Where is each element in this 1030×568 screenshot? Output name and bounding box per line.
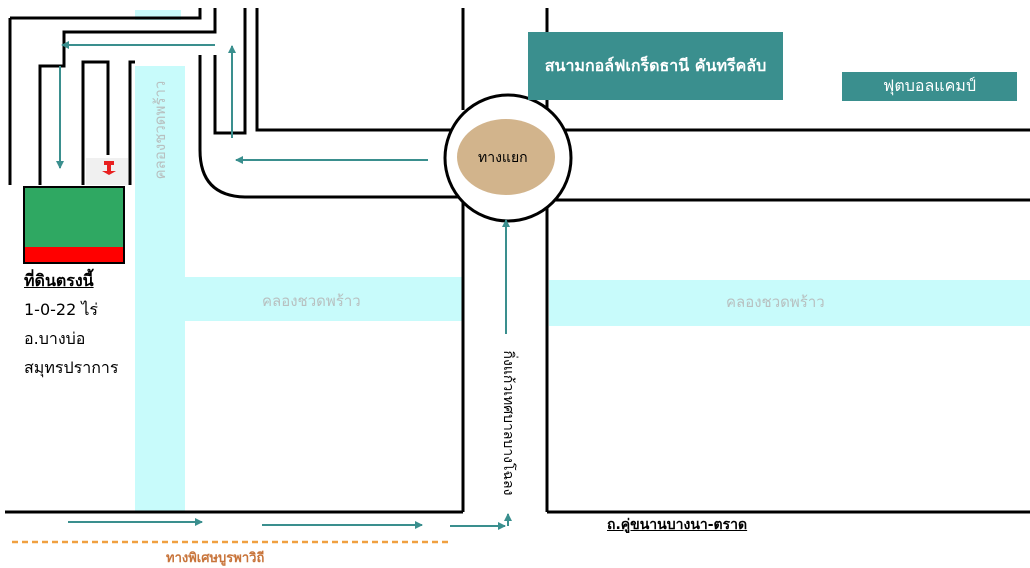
- land-plot-border: [25, 247, 123, 262]
- canal-left-vertical: [135, 66, 185, 512]
- canal-left-label: คลองชวดพร้าว: [151, 80, 169, 180]
- plot-district: อ.บางบ่อ: [24, 329, 86, 348]
- golf-club-label: สนามกอล์ฟเกร็ดธานี คันทรีคลับ: [528, 32, 783, 100]
- plot-area: 1-0-22 ไร่: [24, 300, 98, 319]
- expressway-label: ทางพิเศษบูรพาวิถี: [166, 551, 265, 566]
- plot-info: ที่ดินตรงนี้ 1-0-22 ไร่ อ.บางบ่อ สมุทรปร…: [24, 266, 118, 382]
- canal-right: [549, 280, 1030, 326]
- canal-top-stub: [135, 10, 181, 20]
- junction-label: ทางแยก: [478, 150, 528, 166]
- canal-middle-label: คลองชวดพร้าว: [262, 292, 361, 310]
- football-camp-label: ฟุตบอลแคมป์: [842, 72, 1017, 101]
- plot-province: สมุทรปราการ: [24, 358, 119, 377]
- junction-center: [457, 119, 555, 195]
- pin-icon: [86, 158, 128, 185]
- plot-title: ที่ดินตรงนี้: [24, 271, 94, 290]
- vertical-road-label: กิ่งแก้วเทศบาลบางโฉลง: [500, 350, 516, 496]
- canal-right-label: คลองชวดพร้าว: [726, 293, 825, 311]
- canal-middle: [185, 277, 463, 321]
- main-road-label: ถ.คู่ขนานบางนา-ตราด: [607, 517, 748, 533]
- road-lines: [5, 8, 1030, 514]
- arrow-group: [56, 41, 512, 530]
